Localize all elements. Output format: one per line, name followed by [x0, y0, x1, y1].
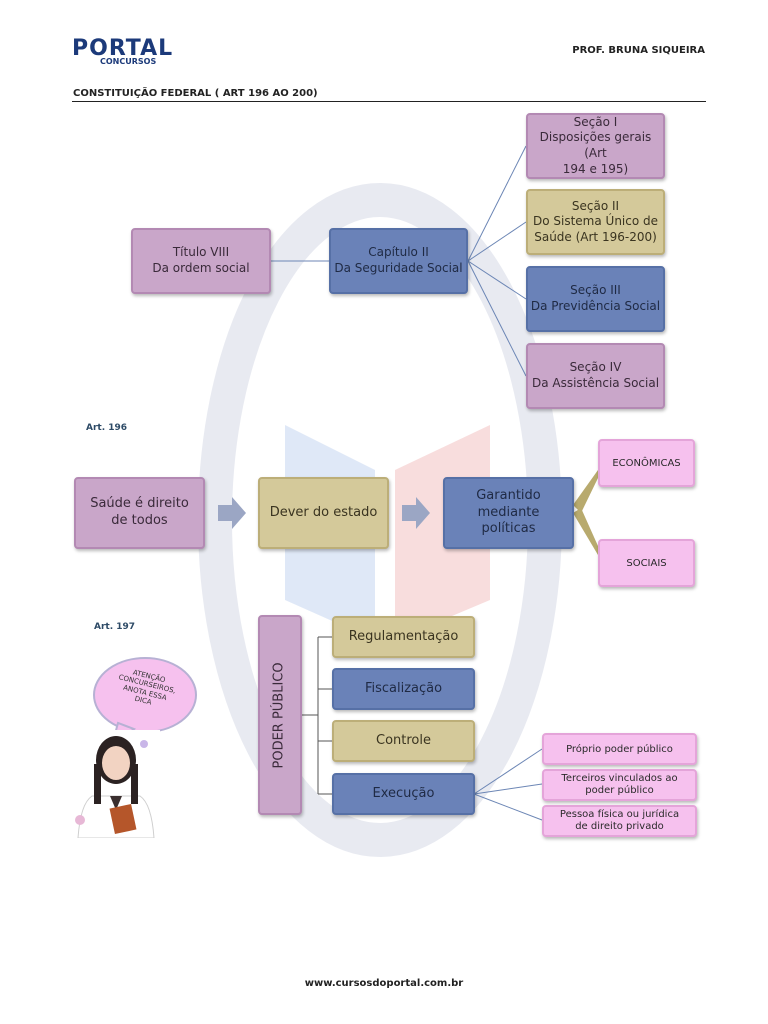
- arrow-right-icon: [402, 497, 430, 529]
- poder-publico-box: PODER PÚBLICO: [258, 615, 302, 815]
- terceiros-line1: Terceiros vinculados ao: [561, 773, 678, 784]
- proprio-poder-box: Próprio poder público: [542, 733, 697, 765]
- garantido-line1: Garantido: [476, 487, 541, 503]
- secao-iv-box: Seção IV Da Assistência Social: [526, 343, 665, 409]
- secao-i-box: Seção I Disposições gerais (Art 194 e 19…: [526, 113, 665, 179]
- titulo-line1: Título VIII: [172, 245, 230, 260]
- capitulo-line1: Capítulo II: [368, 245, 429, 260]
- capitulo-ii-box: Capítulo II Da Seguridade Social: [329, 228, 468, 294]
- garantido-box: Garantido mediante políticas: [443, 477, 574, 549]
- execucao-box: Execução: [332, 773, 475, 815]
- terceiros-line2: poder público: [585, 785, 654, 796]
- execucao-text: Execução: [372, 785, 435, 801]
- saude-line2: de todos: [111, 513, 168, 528]
- secao1-line3: 194 e 195): [562, 161, 629, 176]
- regulamentacao-text: Regulamentação: [348, 628, 459, 644]
- fiscalizacao-box: Fiscalização: [332, 668, 475, 710]
- secao1-line2: Disposições gerais (Art: [539, 130, 652, 160]
- garantido-line2: mediante: [477, 504, 540, 520]
- poder-publico-text: PODER PÚBLICO: [271, 661, 287, 769]
- saude-line1: Saúde é direito: [90, 496, 189, 512]
- economicas-box: ECONÔMICAS: [598, 439, 695, 487]
- pessoa-line2: de direito privado: [575, 821, 664, 832]
- secao3-line2: Da Previdência Social: [530, 299, 661, 313]
- art196-label: Art. 196: [86, 423, 128, 433]
- sociais-text: SOCIAIS: [626, 557, 667, 569]
- sociais-box: SOCIAIS: [598, 539, 695, 587]
- economicas-text: ECONÔMICAS: [612, 457, 681, 469]
- speech-bubble-icon: [93, 657, 197, 748]
- regulamentacao-box: Regulamentação: [332, 616, 475, 658]
- proprio-text: Próprio poder público: [566, 743, 673, 755]
- doc-title: CONSTITUIÇÃO FEDERAL ( ART 196 AO 200): [73, 88, 318, 99]
- capitulo-line2: Da Seguridade Social: [334, 261, 463, 275]
- secao2-line3: Saúde (Art 196-200): [534, 229, 657, 244]
- saude-direito-box: Saúde é direito de todos: [74, 477, 205, 549]
- header-rule: [72, 101, 706, 102]
- controle-box: Controle: [332, 720, 475, 762]
- secao4-line1: Seção IV: [569, 360, 622, 375]
- dever-estado-box: Dever do estado: [258, 477, 389, 549]
- secao2-line1: Seção II: [571, 198, 620, 213]
- secao-ii-box: Seção II Do Sistema Único de Saúde (Art …: [526, 189, 665, 255]
- author-name: PROF. BRUNA SIQUEIRA: [572, 45, 705, 56]
- logo-main: PORTAL: [72, 36, 174, 61]
- footer-url[interactable]: www.cursosdoportal.com.br: [304, 978, 464, 989]
- teacher-illustration: [72, 730, 160, 838]
- garantido-line3: políticas: [481, 521, 536, 537]
- controle-text: Controle: [376, 732, 431, 748]
- secao4-line2: Da Assistência Social: [531, 376, 660, 390]
- pessoa-box: Pessoa física ou jurídica de direito pri…: [542, 805, 697, 837]
- dever-text: Dever do estado: [269, 504, 378, 520]
- fiscalizacao-text: Fiscalização: [364, 680, 443, 696]
- secao2-line2: Do Sistema Único de: [532, 214, 659, 229]
- secao3-line1: Seção III: [570, 283, 621, 298]
- terceiros-box: Terceiros vinculados ao poder público: [542, 769, 697, 801]
- titulo-line2: Da ordem social: [152, 261, 250, 275]
- titulo-viii-box: Título VIII Da ordem social: [131, 228, 271, 294]
- arrow-right-icon: [218, 497, 246, 529]
- art197-label: Art. 197: [94, 622, 136, 632]
- pessoa-line1: Pessoa física ou jurídica: [559, 809, 680, 820]
- logo: PORTAL CONCURSOS: [72, 36, 182, 70]
- secao1-line1: Seção I: [573, 114, 618, 129]
- logo-sub: CONCURSOS: [100, 57, 157, 66]
- secao-iii-box: Seção III Da Previdência Social: [526, 266, 665, 332]
